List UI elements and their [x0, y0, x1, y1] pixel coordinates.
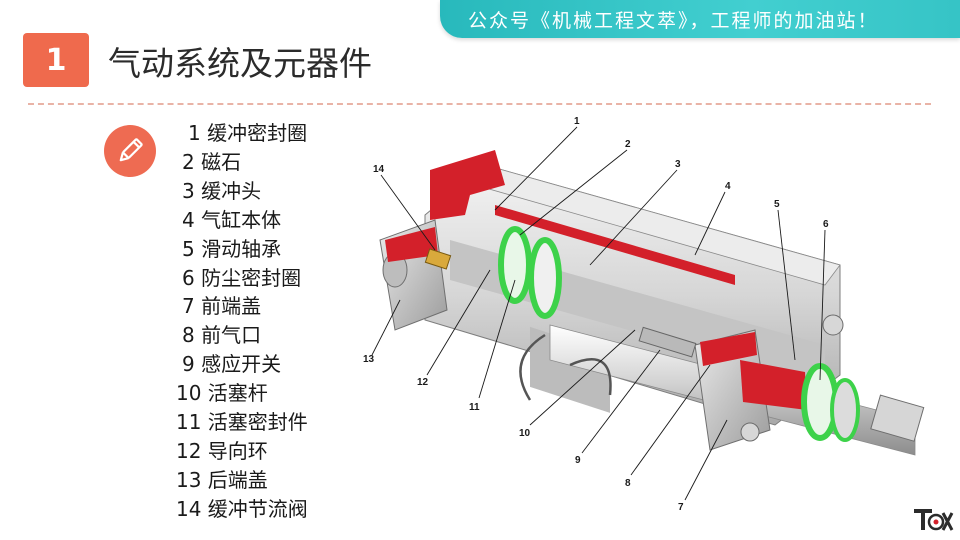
list-item: 13 后端盖 [176, 467, 268, 492]
cylinder-body [379, 150, 925, 456]
callout-9: 9 [575, 455, 581, 466]
callout-1: 1 [574, 116, 580, 127]
callout-labels: 1 2 3 4 5 6 7 8 9 10 11 12 13 14 [363, 116, 829, 513]
pencil-icon [104, 125, 156, 177]
brand-logo-icon [914, 509, 954, 531]
list-item: 11 活塞密封件 [176, 410, 308, 435]
callout-2: 2 [625, 139, 631, 150]
callout-lines [371, 126, 826, 501]
list-item: 6 防尘密封圈 [182, 265, 302, 290]
callout-14: 14 [373, 164, 385, 175]
list-item: 4 气缸本体 [182, 207, 282, 232]
list-item: 12 导向环 [176, 438, 268, 463]
parts-list: 1 缓冲密封圈 2 磁石 3 缓冲头 4 气缸本体 5 滑动轴承 6 防尘密封圈… [176, 119, 308, 524]
callout-10: 10 [519, 428, 531, 439]
section-number: 1 [45, 42, 67, 78]
list-item: 9 感应开关 [182, 352, 282, 377]
callout-7: 7 [678, 502, 684, 513]
list-item: 2 磁石 [182, 149, 242, 174]
callout-12: 12 [417, 377, 429, 388]
list-item: 8 前气口 [182, 323, 262, 348]
callout-4: 4 [725, 181, 731, 192]
callout-3: 3 [675, 159, 681, 170]
banner-text: 公众号《机械工程文萃》，工程师的加油站！ [468, 10, 879, 32]
callout-8: 8 [625, 478, 631, 489]
list-item: 14 缓冲节流阀 [176, 496, 308, 521]
list-item: 10 活塞杆 [176, 381, 268, 406]
list-item: 1 缓冲密封圈 [188, 121, 308, 145]
callout-5: 5 [774, 199, 780, 210]
callout-6: 6 [823, 219, 829, 230]
list-item: 7 前端盖 [182, 294, 262, 319]
page-title: 气动系统及元器件 [108, 44, 372, 83]
section-number-badge: 1 [23, 33, 89, 87]
cylinder-cutaway-diagram: 1 2 3 4 5 6 7 8 9 10 11 12 13 14 [363, 116, 925, 513]
callout-11: 11 [469, 402, 480, 413]
banner: 公众号《机械工程文萃》，工程师的加油站！ [440, 0, 960, 38]
dashed-divider [28, 103, 931, 105]
callout-13: 13 [363, 354, 375, 365]
list-item: 5 滑动轴承 [182, 236, 282, 261]
list-item: 3 缓冲头 [182, 178, 262, 203]
